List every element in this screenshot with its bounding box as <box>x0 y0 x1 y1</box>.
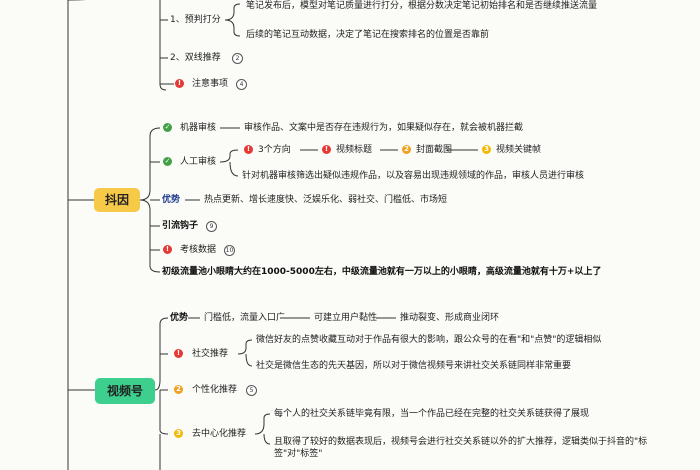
cover-label: 封面截图 <box>416 145 453 155</box>
shipinhao-adv-3: 推动裂变、形成商业闭环 <box>400 313 500 323</box>
manual-review-label: 人工审核 <box>180 157 217 167</box>
machine-review-detail: 审核作品、文案中是否存在违规行为，如果疑似存在，就会被机器拦截 <box>244 123 524 133</box>
social-recommend-detail-2: 社交是微信生态的先天基因，所以对于微信视频号来讲社交关系链同样非常重要 <box>256 361 572 371</box>
alert-icon: ! <box>244 145 253 154</box>
social-recommend-label: 社交推荐 <box>192 349 229 359</box>
shipinhao-node: 视频号 <box>95 378 155 404</box>
alert-icon: ! <box>174 349 183 358</box>
alert-icon: ! <box>163 245 172 254</box>
dual-recommend-label: 2、双线推荐 <box>170 53 221 63</box>
predict-score-detail-1: 笔记发布后，模型对笔记质量进行打分，根据分数决定笔记初始排名和是否继续推送流量 <box>246 1 598 11</box>
notes-label: 注意事项 <box>192 79 229 89</box>
social-recommend-detail-1: 微信好友的点赞收藏互动对于作品有很大的影响，跟公众号的在看"和"点赞"的逻辑相似 <box>256 335 602 345</box>
douyin-node: 抖因 <box>94 188 140 212</box>
priority-2-icon: 2 <box>402 145 411 154</box>
priority-3-icon: 3 <box>174 429 183 438</box>
notes-badge: 4 <box>236 79 247 90</box>
check-icon: ✓ <box>163 123 172 132</box>
manual-review-detail: 针对机器审核筛选出疑似违规作品，以及容易出现违规领域的作品，审核人员进行审核 <box>242 171 585 181</box>
hook-badge: 9 <box>206 221 217 232</box>
decentral-detail-1: 每个人的社交关系链毕竟有限，当一个作品已经在完整的社交关系链获得了展现 <box>274 409 590 419</box>
decentral-recommend-label: 去中心化推荐 <box>192 429 247 439</box>
personal-recommend-badge: 5 <box>246 385 257 396</box>
douyin-advantage-detail: 热点更新、增长速度快、泛娱乐化、弱社交、门槛低、市场短 <box>204 195 448 205</box>
douyin-advantage-label: 优势 <box>162 195 181 205</box>
shipinhao-adv-2: 可建立用户黏性 <box>314 313 378 323</box>
shipinhao-adv-1: 门槛低，流量入口广 <box>204 313 286 323</box>
check-icon: ✓ <box>163 157 172 166</box>
personal-recommend-label: 个性化推荐 <box>192 385 238 395</box>
alert-icon: ! <box>322 145 331 154</box>
data-review-badge: 10 <box>224 245 235 256</box>
keyframes-label: 视频关键帧 <box>496 145 542 155</box>
traffic-pool-summary: 初级流量池小眼睛大约在1000-5000左右，中级流量池就有一万以上的小眼睛，高… <box>162 267 602 277</box>
predict-score-detail-2: 后续的笔记互动数据，决定了笔记在搜索排名的位置是否靠前 <box>246 30 490 40</box>
three-directions: 3个方向 <box>258 145 291 155</box>
priority-3-icon: 3 <box>482 145 491 154</box>
priority-2-icon: 2 <box>174 385 183 394</box>
predict-score-label: 1、预判打分 <box>170 15 221 25</box>
video-title-label: 视频标题 <box>336 145 373 155</box>
shipinhao-advantage-label: 优势 <box>170 313 189 323</box>
warning-icon: ! <box>175 79 184 88</box>
data-review-label: 考核数据 <box>180 245 217 255</box>
hook-label: 引流钩子 <box>162 221 199 231</box>
machine-review-label: 机器审核 <box>180 123 217 133</box>
decentral-detail-2: 且取得了较好的数据表现后，视频号会进行社交关系链以外的扩大推荐，逻辑类似于抖音的… <box>274 437 648 459</box>
dual-recommend-badge: 2 <box>232 53 243 64</box>
